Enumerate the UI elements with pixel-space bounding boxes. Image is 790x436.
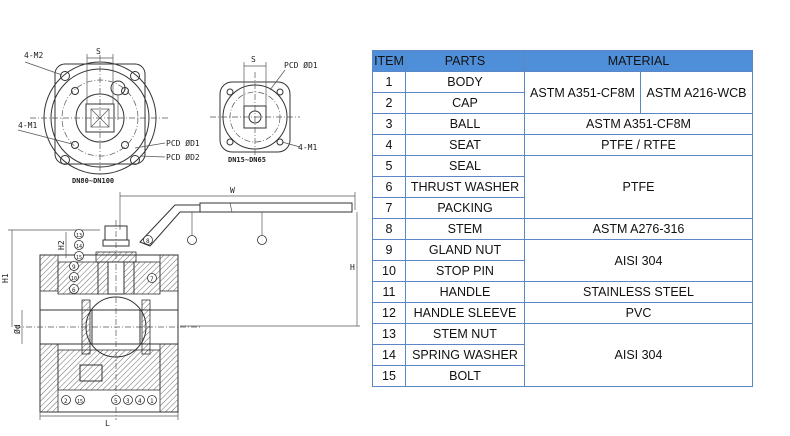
table-row: 4 SEAT PTFE / RTFE	[372, 134, 753, 156]
table-row: 12 HANDLE SLEEVE PVC	[372, 302, 753, 324]
table-row: 8 STEM ASTM A276-316	[372, 218, 753, 240]
table-header-row: ITEM PARTS MATERIAL	[372, 50, 753, 72]
h-label: H	[350, 263, 355, 272]
d-label: Ød	[12, 324, 22, 334]
svg-text:7: 7	[150, 276, 154, 283]
s-label-small: S	[251, 55, 256, 64]
pcd-d1-label-small: PCD ØD1	[284, 60, 318, 70]
svg-text:8: 8	[146, 238, 150, 245]
top-view-small: S PCD ØD1 4-M1 DN15~DN65	[210, 55, 318, 164]
svg-text:2: 2	[64, 398, 68, 405]
table-row: 13 STEM NUT AISI 304	[372, 323, 753, 387]
table-row: 7 PACKING	[372, 197, 753, 219]
svg-text:15: 15	[77, 399, 83, 405]
header-material: MATERIAL	[524, 50, 753, 72]
caption-dn80-dn100: DN80~DN100	[72, 177, 114, 185]
svg-text:5: 5	[114, 398, 118, 405]
m1-label-left: 4-M1	[18, 121, 37, 130]
svg-text:10: 10	[71, 276, 77, 282]
pcd-d2-label: PCD ØD2	[166, 152, 200, 162]
table-row: 1 BODY ASTM A351-CF8M ASTM A216-WCB	[372, 71, 753, 114]
header-item: ITEM	[372, 50, 406, 72]
caption-dn15-dn65: DN15~DN65	[228, 156, 266, 164]
table-row: 2 CAP	[372, 92, 753, 114]
w-label: W	[230, 186, 235, 195]
top-view-large: S 4-M2 4-M1 PCD ØD1 PCD ØD2 DN80~DN100	[17, 47, 200, 185]
valve-technical-drawing: S 4-M2 4-M1 PCD ØD1 PCD ØD2 DN80~DN100 S…	[1, 47, 360, 428]
svg-text:6: 6	[72, 287, 76, 294]
pcd-d1-label-a: PCD ØD1	[166, 138, 200, 148]
table-row: 15 BOLT	[372, 365, 753, 387]
header-parts: PARTS	[405, 50, 525, 72]
h1-label: H1	[1, 273, 10, 283]
table-row: 3 BALL ASTM A351-CF8M	[372, 113, 753, 135]
table-row: 9 GLAND NUT AISI 304	[372, 239, 753, 282]
svg-text:13: 13	[76, 233, 82, 239]
svg-text:4: 4	[138, 398, 142, 405]
parts-material-table: ITEM PARTS MATERIAL 1 BODY ASTM A351-CF8…	[372, 50, 753, 387]
l-label: L	[105, 419, 110, 428]
section-view: W H	[1, 186, 360, 428]
table-row: 5 SEAL PTFE	[372, 155, 753, 219]
svg-text:1: 1	[150, 398, 154, 405]
svg-text:3: 3	[126, 398, 130, 405]
svg-text:9: 9	[72, 264, 76, 271]
table-row: 11 HANDLE STAINLESS STEEL	[372, 281, 753, 303]
s-label-large: S	[96, 47, 101, 56]
h2-label: H2	[57, 240, 66, 250]
svg-text:14: 14	[76, 244, 82, 250]
svg-text:15: 15	[76, 255, 82, 261]
m2-label: 4-M2	[24, 51, 43, 60]
m1-label-right: 4-M1	[298, 143, 317, 152]
